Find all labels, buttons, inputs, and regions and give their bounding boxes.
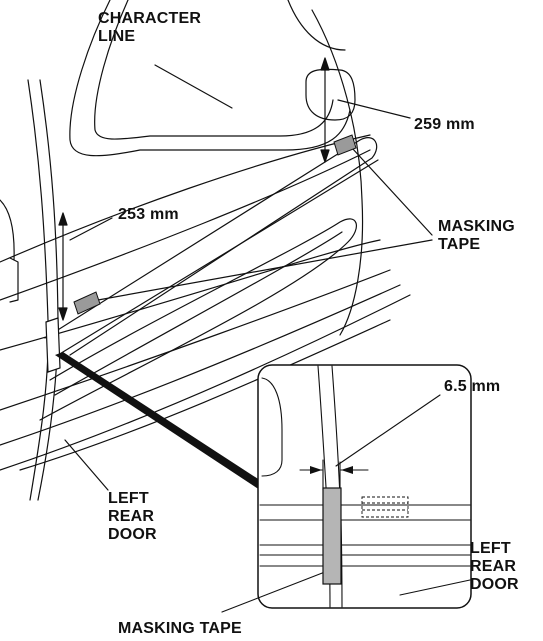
b-pillar-line-2 <box>37 79 59 501</box>
dim-253-arrowhead-bottom <box>58 307 68 321</box>
masking-tape-vertical <box>45 317 61 373</box>
inset-dim-arrowhead-left <box>310 466 322 474</box>
inset-frame <box>257 364 472 609</box>
leader-masking-tape-inset <box>221 569 331 613</box>
masking-tape-inset-vertical <box>322 487 342 585</box>
leader-masking-tape-2 <box>97 239 433 301</box>
b-pillar-line <box>27 79 49 501</box>
leader-character-line <box>154 64 233 109</box>
label-masking-tape-inset: MASKING TAPE <box>118 620 242 637</box>
inset-pointer <box>55 352 272 494</box>
dim-253-arrowhead-top <box>58 212 68 226</box>
window-frame-inner <box>94 0 334 140</box>
front-panel-notch <box>9 257 19 303</box>
masking-tape-upper <box>333 134 357 156</box>
label-masking-tape: MASKING TAPE <box>438 218 515 253</box>
dim-259-arrowhead-bottom <box>320 149 330 163</box>
label-dim-253: 253 mm <box>118 206 179 223</box>
inset-window-arc <box>261 377 283 477</box>
inset-leader-6-5 <box>335 394 441 467</box>
sill-line-3 <box>0 284 401 446</box>
door-top-curve <box>287 0 346 51</box>
leader-left-rear-door <box>64 439 109 491</box>
inset-dim-arrowhead-right <box>341 466 353 474</box>
label-left-rear-door-inset: LEFT REAR DOOR <box>470 540 519 593</box>
label-dim-259: 259 mm <box>414 116 475 133</box>
trim-strip-upper <box>44 137 378 356</box>
body-line-1 <box>0 149 371 301</box>
window-frame-outer <box>69 0 351 157</box>
sill-line-2 <box>0 269 391 411</box>
inset-leader-left-rear-door <box>399 579 471 596</box>
masking-tape-inset-horizontal <box>361 496 409 518</box>
leader-259 <box>337 99 411 119</box>
masking-tape-lower <box>73 291 101 315</box>
front-panel-edge <box>0 199 15 261</box>
leader-253 <box>69 217 113 241</box>
lower-panel-outer <box>39 218 357 421</box>
door-rear-edge <box>311 9 364 336</box>
dim-259-arrowhead-top <box>320 57 330 71</box>
trim-strip-lower <box>57 159 379 356</box>
rocker-line <box>19 319 391 471</box>
label-dim-6-5: 6.5 mm <box>444 378 501 395</box>
lower-panel-inner <box>54 231 343 396</box>
door-handle <box>305 68 356 121</box>
label-character-line: CHARACTER LINE <box>98 10 202 45</box>
sill-line-4 <box>0 294 411 471</box>
leader-masking-tape-1 <box>351 147 433 236</box>
label-left-rear-door-main: LEFT REAR DOOR <box>108 490 157 543</box>
sill-line-1 <box>0 239 381 351</box>
